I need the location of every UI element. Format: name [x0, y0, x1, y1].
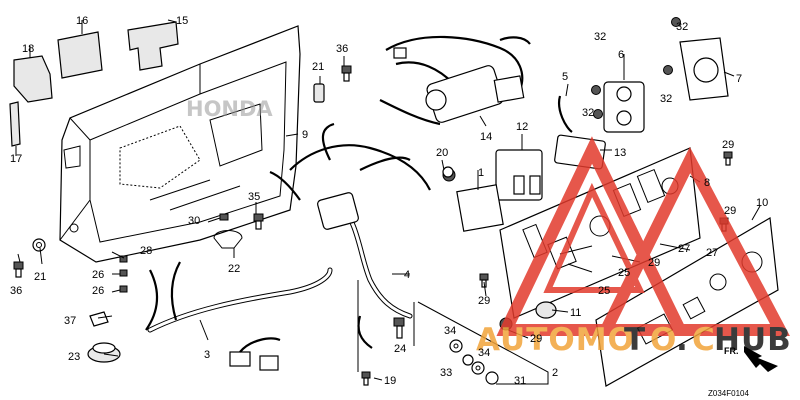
callout-12: 12	[516, 121, 528, 133]
watermark-text-left: AUTOMO	[476, 322, 635, 358]
callout-24: 24	[394, 343, 406, 355]
diagram-code: Z034F0104	[708, 389, 749, 398]
sponge-pads	[9, 21, 179, 147]
callout-34b: 34	[478, 347, 490, 359]
callout-36a: 36	[336, 43, 348, 55]
callout-29c: 29	[648, 257, 660, 269]
callout-29e: 29	[530, 333, 542, 345]
callout-23: 23	[68, 351, 80, 363]
callout-29d: 29	[478, 295, 490, 307]
callout-28: 28	[140, 245, 152, 257]
callout-27b: 27	[678, 243, 690, 255]
callout-26b: 26	[92, 285, 104, 297]
callout-27a: 27	[706, 247, 718, 259]
outlets-and-breakers	[456, 37, 729, 232]
callout-31: 31	[514, 375, 526, 387]
callout-20: 20	[436, 147, 448, 159]
control-panel-plate-8	[499, 147, 701, 319]
direction-label: FR.	[724, 346, 739, 356]
callout-7: 7	[736, 73, 742, 85]
callout-6: 6	[618, 49, 624, 61]
wire-harness-14	[379, 35, 531, 126]
callout-labels: 1234567891011121314151617181920212122232…	[10, 15, 768, 387]
callout-30: 30	[188, 215, 200, 227]
direction-arrow-icon	[744, 346, 778, 372]
brand-logo: HONDA	[186, 97, 273, 121]
callout-35: 35	[248, 191, 260, 203]
callout-32a: 32	[594, 31, 606, 43]
callout-26a: 26	[92, 269, 104, 281]
small-fasteners	[13, 17, 733, 386]
callout-21a: 21	[312, 61, 324, 73]
callout-21b: 21	[34, 271, 46, 283]
callout-36b: 36	[10, 285, 22, 297]
callout-3: 3	[204, 349, 210, 361]
callout-25b: 25	[598, 285, 610, 297]
face-plate-10	[595, 217, 779, 387]
main-wire-harness	[145, 122, 431, 371]
watermark-text-mid: T	[624, 322, 646, 358]
watermark: AUTOMO T O . HUB C	[476, 136, 791, 358]
direction-indicator: FR.	[724, 346, 778, 372]
leader-lines	[15, 19, 761, 385]
callout-17: 17	[10, 153, 22, 165]
callout-14: 14	[480, 131, 492, 143]
callout-11: 11	[570, 307, 581, 319]
callout-13: 13	[614, 147, 626, 159]
callout-10: 10	[756, 197, 768, 209]
callout-5: 5	[562, 71, 568, 83]
callout-1: 1	[478, 167, 484, 179]
callout-37: 37	[64, 315, 76, 327]
callout-8: 8	[704, 177, 710, 189]
callout-29b: 29	[724, 205, 736, 217]
callout-25a: 25	[618, 267, 630, 279]
callout-34a: 34	[444, 325, 456, 337]
callout-32d: 32	[582, 107, 594, 119]
callout-15: 15	[176, 15, 188, 27]
watermark-text-dot: .	[676, 322, 689, 358]
callout-2: 2	[552, 367, 558, 379]
callout-32b: 32	[676, 21, 688, 33]
control-panel-housing: HONDA	[59, 25, 301, 263]
callout-22: 22	[228, 263, 240, 275]
callout-18: 18	[22, 43, 34, 55]
callout-9: 9	[302, 129, 308, 141]
callout-16: 16	[76, 15, 88, 27]
watermark-text-right: O	[650, 322, 677, 358]
callout-19: 19	[384, 375, 396, 387]
callout-33: 33	[440, 367, 452, 379]
callout-4: 4	[404, 269, 410, 281]
watermark-triangle-icon	[496, 136, 690, 336]
svg-text:C: C	[692, 322, 716, 358]
callout-29a: 29	[722, 139, 734, 151]
callout-32c: 32	[660, 93, 672, 105]
